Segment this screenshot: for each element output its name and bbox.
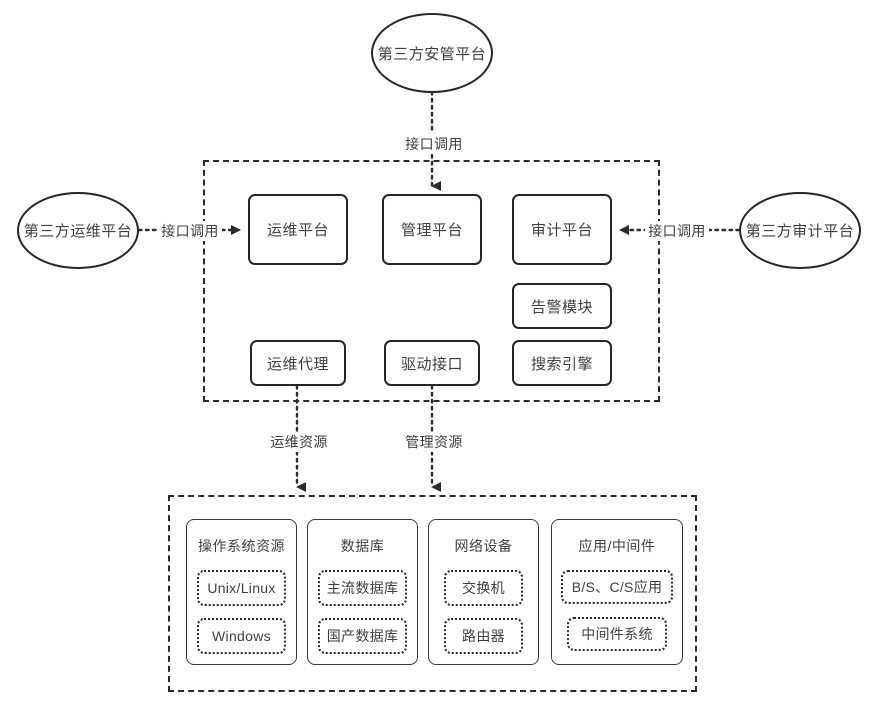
- group-title: 应用/中间件: [578, 538, 656, 554]
- group-title: 网络设备: [454, 538, 513, 554]
- box-label: 管理平台: [400, 222, 463, 239]
- box-label: 搜索引擎: [530, 355, 593, 373]
- sub-item-unix-linux[interactable]: Unix/Linux: [197, 570, 286, 606]
- edge-label-audit-to-audit-platform: 接口调用: [645, 221, 709, 241]
- platform-layer-container: [203, 160, 660, 402]
- actor-label: 第三方审计平台: [745, 223, 855, 240]
- edge-label-ops-to-ops-platform: 接口调用: [158, 221, 222, 241]
- actor-third-party-ops-platform[interactable]: 第三方运维平台: [17, 192, 139, 269]
- box-search-engine[interactable]: 搜索引擎: [512, 340, 612, 386]
- sub-item-switch[interactable]: 交换机: [444, 570, 523, 606]
- group-database[interactable]: 数据库 主流数据库 国产数据库: [307, 519, 418, 665]
- group-network-device[interactable]: 网络设备 交换机 路由器: [428, 519, 539, 665]
- sub-item-domestic-database[interactable]: 国产数据库: [318, 618, 407, 654]
- sub-item-middleware-system[interactable]: 中间件系统: [567, 617, 667, 651]
- edge-label-driver-to-resource: 管理资源: [394, 432, 474, 452]
- sub-item-windows[interactable]: Windows: [197, 618, 286, 654]
- actor-third-party-security-platform[interactable]: 第三方安管平台: [371, 13, 493, 93]
- sub-item-bs-cs-application[interactable]: B/S、C/S应用: [561, 570, 673, 604]
- actor-label: 第三方运维平台: [23, 223, 133, 240]
- group-title: 数据库: [340, 538, 385, 554]
- actor-third-party-audit-platform[interactable]: 第三方审计平台: [739, 192, 861, 269]
- box-manage-platform[interactable]: 管理平台: [382, 194, 482, 265]
- sub-item-mainstream-database[interactable]: 主流数据库: [318, 570, 407, 606]
- box-audit-platform[interactable]: 审计平台: [512, 194, 612, 265]
- box-label: 审计平台: [530, 222, 593, 239]
- group-os-resource[interactable]: 操作系统资源 Unix/Linux Windows: [186, 519, 297, 665]
- edge-label-agent-to-resource: 运维资源: [259, 432, 339, 452]
- box-label: 驱动接口: [400, 355, 463, 373]
- box-label: 运维平台: [266, 222, 329, 239]
- box-label: 告警模块: [530, 298, 593, 316]
- box-driver-interface[interactable]: 驱动接口: [384, 340, 480, 386]
- actor-label: 第三方安管平台: [377, 45, 487, 63]
- group-app-middleware[interactable]: 应用/中间件 B/S、C/S应用 中间件系统: [551, 519, 683, 665]
- box-ops-agent[interactable]: 运维代理: [250, 340, 346, 386]
- sub-item-router[interactable]: 路由器: [444, 618, 523, 654]
- box-alarm-module[interactable]: 告警模块: [512, 283, 612, 329]
- box-ops-platform[interactable]: 运维平台: [248, 194, 348, 265]
- box-label: 运维代理: [266, 355, 329, 373]
- resource-layer-container: [168, 495, 697, 692]
- group-title: 操作系统资源: [198, 538, 285, 554]
- edge-label-security-to-manage: 接口调用: [394, 134, 474, 154]
